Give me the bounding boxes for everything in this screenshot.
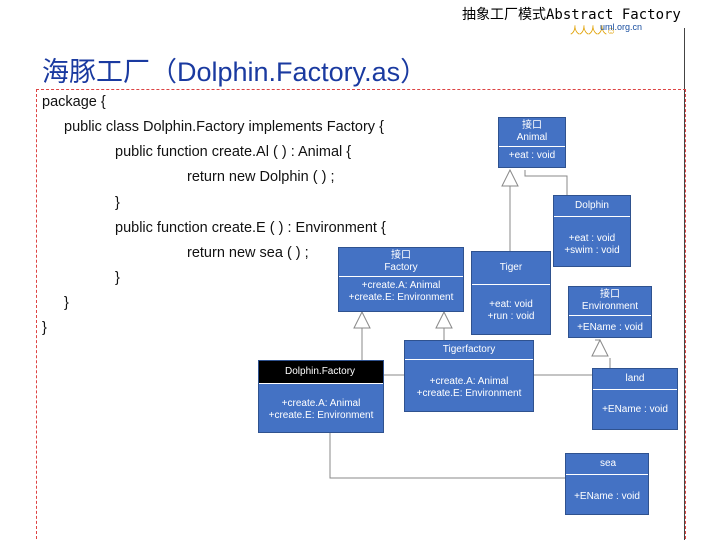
class-name: Tigerfactory <box>442 344 496 355</box>
operation: +EName : void <box>577 322 643 333</box>
stereotype-label: 接口 <box>600 289 620 300</box>
dolphin-class-box: Dolphin +eat : void +swim : void <box>553 195 631 267</box>
dolphinfactory-class-box: Dolphin.Factory +create.A: Animal +creat… <box>258 360 384 433</box>
tiger-class-box: Tiger +eat: void +run : void <box>471 251 551 335</box>
slide-title: 海豚工厂（Dolphin.Factory.as） <box>42 57 428 87</box>
factory-interface-box: 接口 Factory +create.A: Animal +create.E: … <box>338 247 464 312</box>
class-name: Dolphin.Factory <box>285 366 356 377</box>
code-frame <box>36 89 686 539</box>
class-name: land <box>625 373 645 384</box>
operation: +run : void <box>487 311 535 322</box>
code-line: package { <box>42 94 106 110</box>
operation: +eat : void <box>508 150 556 161</box>
code-line: return new Dolphin ( ) ; <box>187 169 335 185</box>
code-line: public class Dolphin.Factory implements … <box>64 119 384 135</box>
class-name: Dolphin <box>575 200 609 211</box>
logo-text: uml.org.cn <box>600 22 643 32</box>
operation: +EName : void <box>574 491 640 502</box>
vertical-rule <box>684 28 685 540</box>
environment-interface-box: 接口 Environment +EName : void <box>568 286 652 338</box>
stereotype-label: 接口 <box>522 120 542 131</box>
animal-interface-box: 接口 Animal +eat : void <box>498 117 566 168</box>
operation: +eat : void <box>568 233 616 244</box>
class-name: Factory <box>384 262 418 273</box>
class-name: Tiger <box>499 262 523 273</box>
class-name: sea <box>600 458 617 469</box>
header-title: 抽象工厂模式Abstract Factory <box>462 7 681 23</box>
operation: +create.E: Environment <box>348 292 454 303</box>
class-name: Environment <box>581 301 639 312</box>
operation: +create.E: Environment <box>268 410 374 421</box>
operation: +eat: void <box>489 299 533 310</box>
operation: +create.A: Animal <box>429 376 509 387</box>
code-line: } <box>64 295 69 311</box>
code-line: return new sea ( ) ; <box>187 245 309 261</box>
class-name: Animal <box>516 132 548 143</box>
stereotype-label: 接口 <box>391 250 411 261</box>
sea-class-box: sea +EName : void <box>565 453 649 515</box>
code-line: public function create.Al ( ) : Animal { <box>115 144 352 160</box>
tigerfactory-class-box: Tigerfactory +create.A: Animal +create.E… <box>404 340 534 412</box>
code-line: } <box>115 195 120 211</box>
operation: +swim : void <box>564 245 620 256</box>
operation: +create.A: Animal <box>361 280 441 291</box>
code-line: } <box>115 270 120 286</box>
logo-figures-icon: 人人人人☺ <box>570 26 616 37</box>
code-line: } <box>42 320 47 336</box>
code-line: public function create.E ( ) : Environme… <box>115 220 386 236</box>
land-class-box: land +EName : void <box>592 368 678 430</box>
operation: +create.E: Environment <box>416 388 522 399</box>
operation: +EName : void <box>602 404 668 415</box>
operation: +create.A: Animal <box>281 398 361 409</box>
